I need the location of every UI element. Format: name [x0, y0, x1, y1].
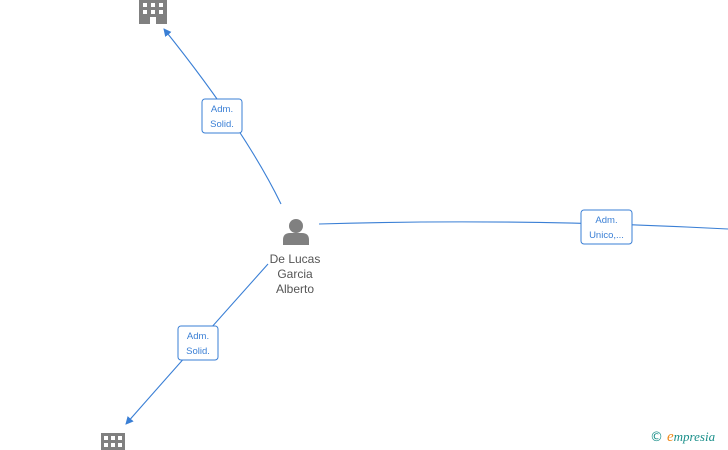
relation-label-bottom[interactable]: Adm. Solid.	[177, 325, 219, 361]
relation-label-top[interactable]: Adm. Solid.	[201, 98, 243, 134]
person-name-line3: Alberto	[275, 282, 315, 296]
relation-label-bottom-line1: Adm.	[187, 331, 209, 342]
relation-label-right-line2: Unico,...	[589, 230, 624, 241]
person-name-line1: De Lucas	[269, 252, 321, 266]
relation-label-top-line2: Solid.	[210, 119, 234, 130]
brand-initial: e	[667, 429, 674, 445]
company-top-building-icon[interactable]	[139, 0, 167, 24]
company-bottom-building-icon[interactable]	[101, 433, 125, 450]
empresia-watermark: © empresia	[650, 429, 715, 446]
person-name-line2: Garcia	[277, 267, 313, 281]
person-icon[interactable]	[283, 219, 309, 245]
edge-to-company-right	[318, 221, 728, 230]
brand-name: mpresia	[673, 429, 716, 444]
relation-label-bottom-line2: Solid.	[186, 346, 210, 357]
relation-label-right-line1: Adm.	[595, 215, 617, 226]
person-name-label[interactable]: De Lucas Garcia Alberto	[244, 252, 346, 297]
relation-label-right[interactable]: Adm. Unico,...	[580, 209, 633, 245]
relation-label-top-line1: Adm.	[211, 104, 233, 115]
copyright-symbol: ©	[650, 430, 663, 445]
